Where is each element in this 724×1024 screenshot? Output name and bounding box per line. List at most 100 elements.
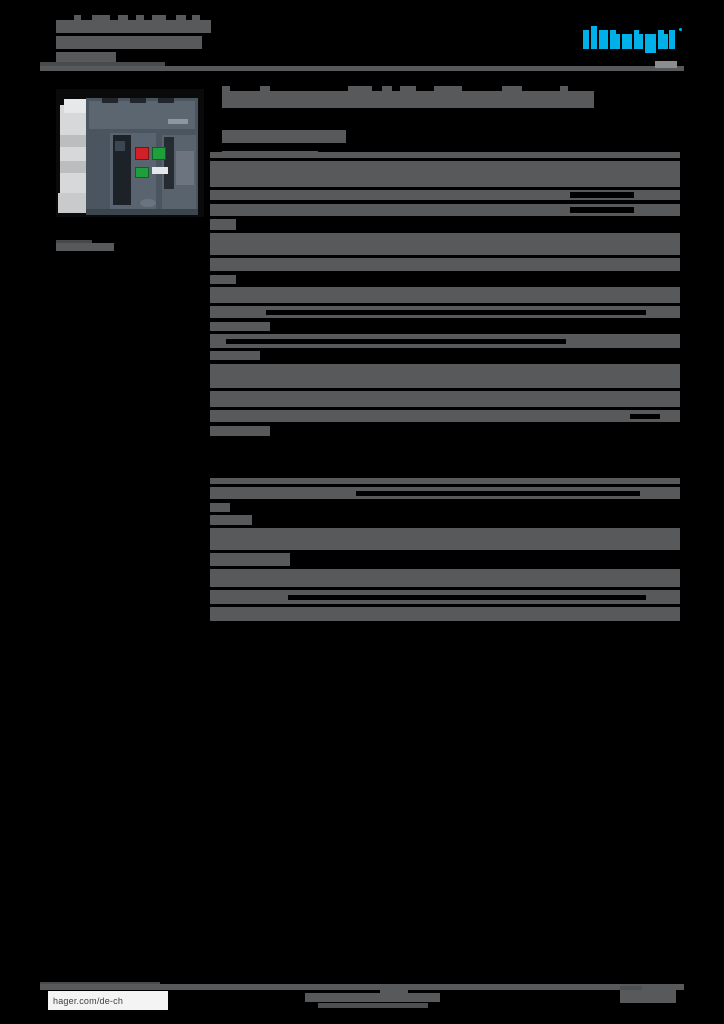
title-tooth (222, 86, 230, 92)
table-row-separator (210, 360, 680, 364)
specification-group-1 (210, 152, 680, 436)
header-title-line-2 (56, 36, 202, 49)
table-row[interactable] (210, 219, 680, 230)
breaker-top-cover (89, 101, 195, 129)
table-cell-gap (290, 553, 680, 566)
table-cell-gap (260, 351, 680, 360)
title-tooth (434, 86, 462, 92)
product-caption-line1 (56, 240, 92, 244)
table-row-separator (210, 407, 680, 410)
title-tooth (560, 86, 568, 92)
breaker-indicator-window (113, 135, 131, 205)
table-cell-label (210, 258, 680, 271)
table-row-separator (210, 255, 680, 258)
table-row[interactable] (210, 590, 680, 604)
table-row[interactable] (210, 391, 680, 407)
table-row[interactable] (210, 322, 680, 331)
table-row[interactable] (210, 258, 680, 271)
table-cell-gap (230, 503, 680, 512)
footer-rule (40, 984, 684, 990)
table-row[interactable] (210, 287, 680, 303)
table-row[interactable] (210, 204, 680, 216)
table-row[interactable] (210, 306, 680, 318)
breaker-start-button-icon (152, 147, 166, 160)
breaker-terminal-notch (102, 98, 118, 103)
breaker-side-tab-mid (60, 135, 86, 147)
table-cell-label (210, 569, 680, 587)
header-tooth (92, 15, 110, 21)
table-row-separator (210, 388, 680, 391)
product-photo (56, 89, 204, 217)
breaker-indicator-glow (115, 141, 125, 151)
table-cell-label (210, 275, 236, 284)
table-row[interactable] (210, 607, 680, 621)
table-row-separator (210, 604, 680, 607)
breaker-reset-button-icon (135, 167, 149, 178)
header-tooth (176, 15, 186, 21)
table-cell-marker (256, 322, 263, 331)
table-row-separator (210, 499, 680, 503)
table-row[interactable] (210, 233, 680, 255)
table-row[interactable] (210, 364, 680, 388)
title-tooth (400, 86, 416, 92)
breaker-side-tab-top (64, 99, 90, 113)
table-row[interactable] (210, 334, 680, 348)
table-row[interactable] (210, 553, 680, 566)
table-cell-value (266, 309, 646, 315)
table-row-separator (210, 484, 680, 487)
table-cell-label (210, 351, 260, 360)
table-row[interactable] (210, 152, 680, 158)
page-subtitle (222, 130, 346, 143)
table-cell-gap (236, 219, 680, 230)
table-row[interactable] (210, 478, 680, 484)
breaker-nameplate (152, 167, 168, 174)
table-cell-label (210, 161, 680, 187)
table-cell-label (210, 515, 252, 525)
header-tooth (118, 15, 128, 21)
breaker-terminal-notch (158, 98, 174, 103)
table-row[interactable] (210, 351, 680, 360)
table-cell-value (288, 594, 646, 600)
table-row-separator (210, 422, 680, 426)
table-row-separator (210, 284, 680, 287)
breaker-side-tab-low (60, 161, 86, 173)
footer-page-number-top (620, 986, 642, 991)
table-row-separator (210, 318, 680, 322)
table-cell-label (210, 426, 270, 436)
table-cell-value (570, 192, 634, 198)
table-cell-label (210, 322, 236, 331)
breaker-side-housing (60, 105, 88, 197)
table-row[interactable] (210, 528, 680, 550)
table-cell-label (210, 553, 290, 566)
table-row-separator (210, 230, 680, 233)
header-tooth (136, 15, 144, 21)
table-row[interactable] (210, 503, 680, 512)
table-row[interactable] (210, 275, 680, 284)
table-cell-label (210, 204, 680, 216)
table-cell-label (210, 152, 308, 158)
table-cell-marker (238, 322, 245, 331)
table-row-separator (210, 303, 680, 306)
table-cell-label (210, 287, 680, 303)
table-cell-value (570, 207, 634, 213)
product-caption-line2 (56, 243, 114, 251)
table-row[interactable] (210, 161, 680, 187)
registered-trademark-icon (679, 28, 682, 31)
header-tooth (192, 15, 200, 21)
table-cell-gap (270, 426, 680, 436)
table-row[interactable] (210, 410, 680, 422)
table-row[interactable] (210, 190, 680, 200)
title-tooth (502, 86, 522, 92)
breaker-base (86, 209, 198, 215)
breaker-trip-unit-display (176, 151, 194, 185)
title-tooth (348, 86, 372, 92)
hager-logo (583, 26, 682, 54)
table-row-separator (210, 331, 680, 334)
footer-url[interactable]: hager.com/de-ch (48, 991, 168, 1010)
table-row[interactable] (210, 515, 680, 525)
table-row-separator (210, 187, 680, 190)
table-cell-label (210, 219, 236, 230)
table-row[interactable] (210, 569, 680, 587)
table-row[interactable] (210, 487, 680, 499)
table-row[interactable] (210, 426, 680, 436)
